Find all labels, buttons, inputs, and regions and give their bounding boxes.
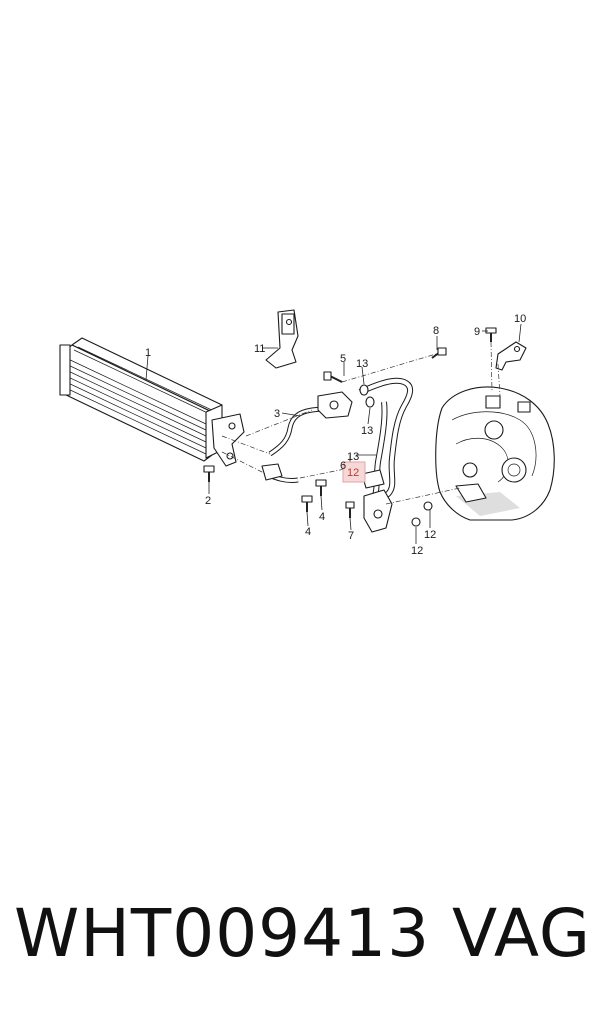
callout-12-highlighted: 12 (347, 467, 359, 479)
callout-9: 9 (474, 326, 480, 338)
oil-pipe-lower (261, 463, 299, 483)
callout-12b: 12 (411, 545, 423, 557)
bolt-7 (345, 501, 355, 518)
bolt-5 (323, 371, 343, 383)
callout-4a: 4 (305, 526, 311, 538)
bolt-9 (485, 327, 497, 342)
callout-2: 2 (205, 495, 211, 507)
callout-13c: 13 (347, 451, 359, 463)
callout-3: 3 (274, 408, 280, 420)
transmission-housing (435, 386, 555, 521)
assembly-lines (221, 341, 501, 505)
oil-pipe-part-6 (358, 377, 413, 533)
bracket-part-11 (265, 309, 299, 369)
callout-6: 6 (340, 460, 346, 472)
footer: WHT009413 VAG (0, 895, 600, 985)
highlight-box (342, 461, 366, 483)
brand-label: VAG (452, 895, 592, 972)
bolt-4b (315, 479, 327, 496)
bracket-part-10 (495, 341, 527, 371)
callout-5: 5 (340, 353, 346, 365)
bolt-4a (301, 495, 313, 512)
callout-1: 1 (145, 347, 151, 359)
callout-8: 8 (433, 325, 439, 337)
oil-pipe-upper (268, 391, 353, 457)
callout-11: 11 (254, 343, 265, 355)
bolt-2 (203, 465, 215, 482)
leader-lines (145, 323, 522, 544)
callout-7: 7 (348, 530, 354, 542)
callout-12c: 12 (424, 529, 436, 541)
oil-cooler (59, 337, 245, 467)
bolt-8 (431, 347, 447, 359)
part-code: WHT009413 (14, 895, 431, 972)
callout-10: 10 (514, 313, 526, 325)
callout-4b: 4 (319, 511, 325, 523)
bolts (203, 327, 497, 518)
callout-13b: 13 (361, 425, 373, 437)
callout-13a: 13 (356, 358, 368, 370)
callout-labels: 1 2 3 4 4 5 6 7 8 9 10 11 12 12 12 13 13… (145, 313, 526, 557)
